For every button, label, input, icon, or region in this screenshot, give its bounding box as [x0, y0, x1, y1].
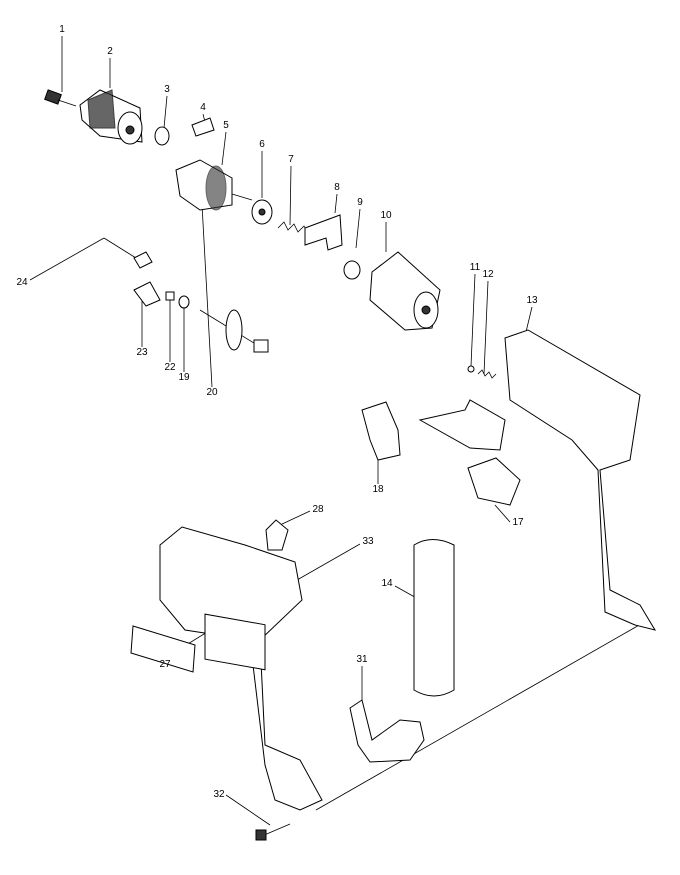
part-13-housing-set — [504, 329, 657, 631]
label-part-22: 22 — [164, 362, 176, 373]
part-18-switch-lever — [361, 401, 401, 461]
part-4-clip — [191, 117, 215, 137]
part-31-terminal — [349, 699, 425, 763]
part-14-battery — [413, 539, 455, 697]
label-part-28: 28 — [312, 504, 324, 515]
label-part-20: 20 — [206, 387, 218, 398]
leader-lines — [29, 36, 649, 826]
part-3-washer — [154, 126, 170, 146]
part-2-keyless-chuck — [79, 89, 143, 145]
label-part-4: 4 — [200, 102, 206, 113]
label-part-18: 18 — [372, 484, 384, 495]
part-11-ball — [467, 365, 475, 373]
part-32-screw — [255, 823, 291, 841]
label-part-5: 5 — [223, 120, 229, 131]
part-23-lever — [133, 281, 161, 307]
part-9-bushing — [343, 260, 361, 280]
label-part-14: 14 — [381, 578, 393, 589]
label-part-11: 11 — [469, 262, 481, 273]
label-part-6: 6 — [259, 139, 265, 150]
label-part-23: 23 — [136, 347, 148, 358]
label-part-3: 3 — [164, 84, 170, 95]
label-part-7: 7 — [288, 154, 294, 165]
part-19-bushing — [178, 295, 190, 309]
part-17-switch — [467, 457, 521, 506]
nameplate-window — [204, 613, 266, 671]
part-1-screw — [44, 89, 77, 107]
label-part-9: 9 — [357, 197, 363, 208]
label-part-19: 19 — [178, 372, 190, 383]
label-part-31: 31 — [356, 654, 368, 665]
part-8-plate — [304, 214, 343, 251]
label-part-10: 10 — [380, 210, 392, 221]
part-22-pin — [165, 291, 175, 301]
part-10-motor — [369, 251, 441, 331]
part-7-spring — [277, 221, 309, 235]
label-part-2: 2 — [107, 46, 113, 57]
part-12-spring — [477, 369, 497, 379]
label-part-1: 1 — [59, 24, 65, 35]
label-part-24: 24 — [16, 277, 28, 288]
part-20-spindle-gear — [199, 309, 269, 353]
label-part-32: 32 — [213, 789, 225, 800]
part-28-clip — [265, 519, 289, 551]
part-6-gear — [251, 199, 273, 225]
label-part-8: 8 — [334, 182, 340, 193]
label-part-27: 27 — [159, 659, 171, 670]
part-cover — [418, 399, 506, 451]
part-27-label — [130, 625, 196, 673]
part-5-gear-housing — [175, 159, 253, 211]
label-part-13: 13 — [526, 295, 538, 306]
part-24-brush-holder-clip — [133, 251, 153, 269]
label-part-17: 17 — [512, 517, 524, 528]
label-part-33: 33 — [362, 536, 374, 547]
label-part-12: 12 — [482, 269, 494, 280]
